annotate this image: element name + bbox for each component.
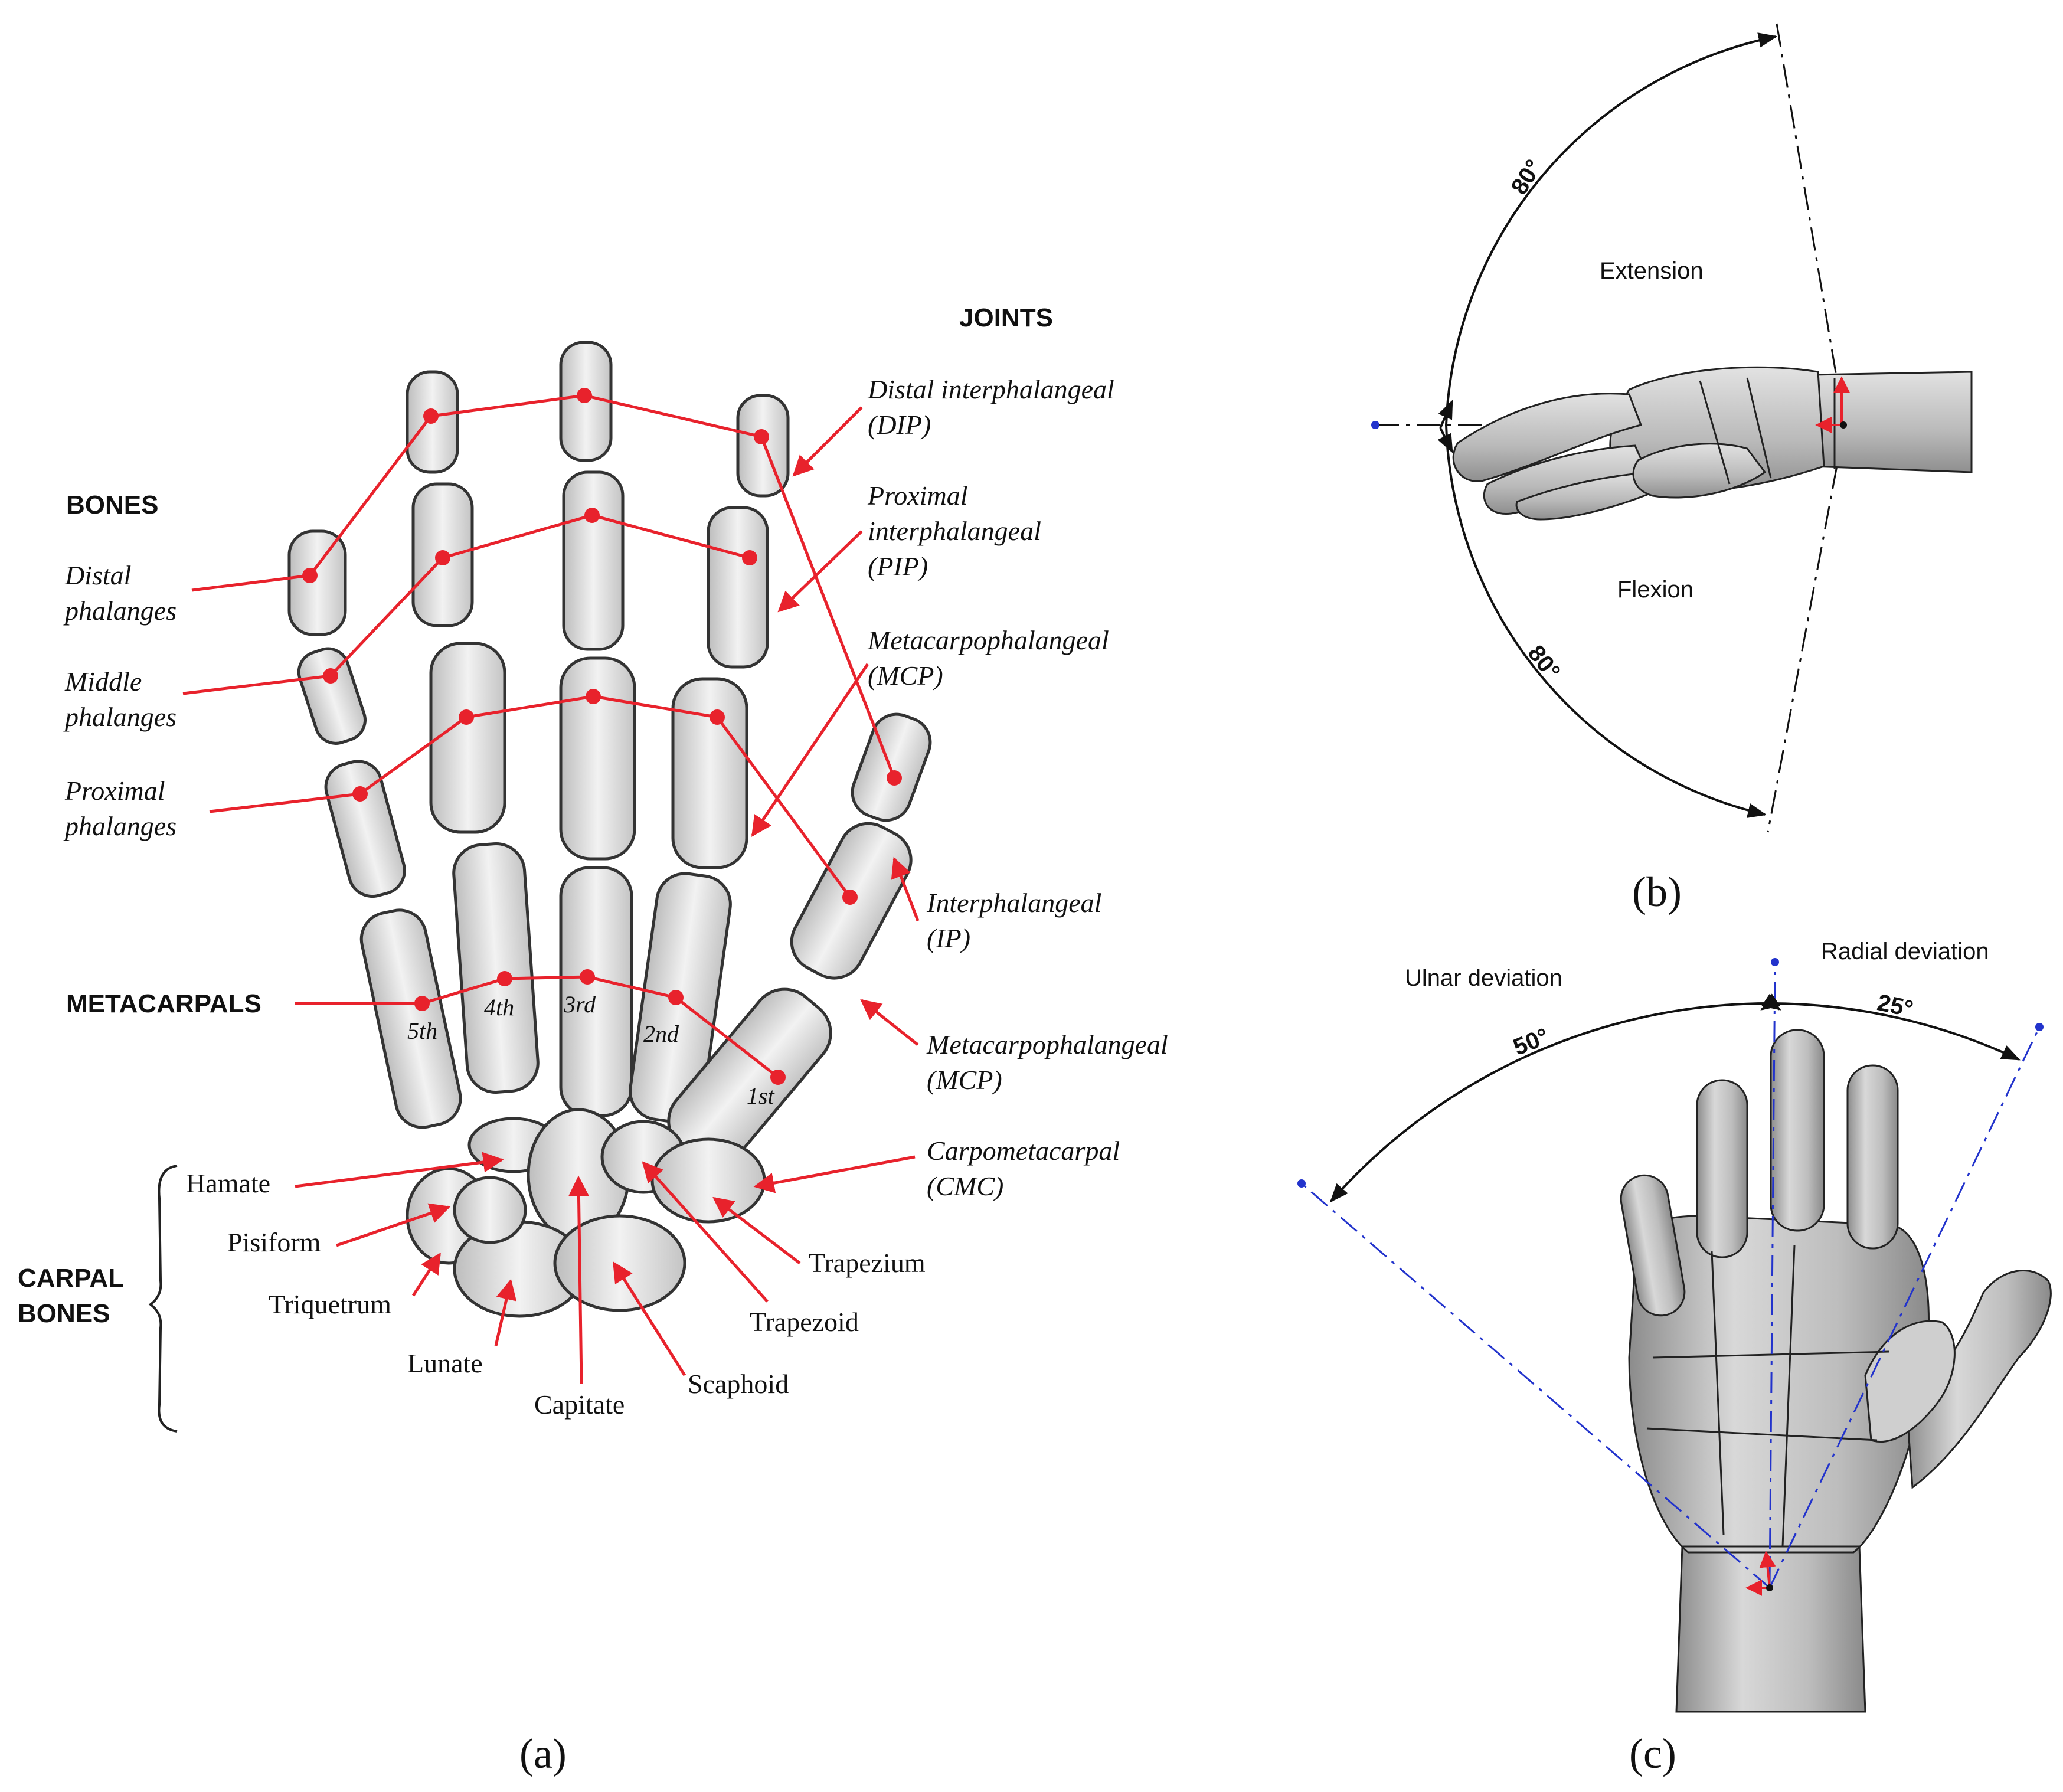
bones-heading: BONES	[66, 490, 158, 519]
thumb-mcp-label-2: (MCP)	[927, 1065, 1002, 1095]
dip-label-1: Distal interphalangeal	[867, 374, 1114, 404]
side-view-hand-model	[1452, 366, 1973, 521]
caption-b: (b)	[1632, 868, 1682, 915]
metacarpal-2nd-label: 2nd	[643, 1021, 679, 1047]
flexion-limit-line	[1767, 424, 1846, 833]
radial-arc-start-arrow	[1761, 993, 1781, 1011]
pisiform-label: Pisiform	[227, 1227, 321, 1257]
thumb-mcp-label-1: Metacarpophalangeal	[926, 1029, 1168, 1059]
flexion-angle-label: 80°	[1523, 640, 1565, 685]
middle-phalanges-label-2: phalanges	[63, 702, 176, 732]
carpal-bones-brace	[148, 1165, 178, 1433]
ulnar-deviation-arc	[1329, 1002, 1771, 1203]
dip-label-2: (DIP)	[868, 410, 931, 440]
radial-axis-endpoint	[2035, 1023, 2044, 1031]
middle-phalanges-label-1: Middle	[64, 666, 142, 696]
radial-deviation-arc	[1770, 1002, 2021, 1061]
flexion-label: Flexion	[1617, 577, 1693, 603]
metacarpals-heading: METACARPALS	[66, 989, 261, 1018]
joints-heading: JOINTS	[959, 303, 1053, 332]
cmc-label-1: Carpometacarpal	[927, 1136, 1120, 1166]
palm-view-hand-model	[1620, 1029, 2052, 1713]
extension-label: Extension	[1600, 258, 1704, 284]
trapezoid-label: Trapezoid	[750, 1307, 859, 1337]
bone-leader-lines	[182, 574, 422, 1005]
pip-label-3: (PIP)	[868, 551, 928, 581]
extension-angle-label: 80°	[1506, 155, 1547, 200]
caption-c: (c)	[1629, 1730, 1676, 1777]
triquetrum-label: Triquetrum	[269, 1289, 391, 1319]
ulnar-axis-endpoint	[1297, 1179, 1306, 1188]
wrist-pivot-point-c	[1766, 1584, 1773, 1591]
ulnar-deviation-label: Ulnar deviation	[1405, 965, 1562, 991]
panel-a-hand-skeleton: BONES JOINTS METACARPALS CARPAL BONES Di…	[18, 303, 1168, 1777]
mcp-label-2: (MCP)	[868, 660, 943, 691]
arc-arrow-flexion-neutral	[1437, 427, 1453, 453]
metacarpal-5th-label: 5th	[407, 1018, 437, 1044]
panel-c-ulnar-radial-deviation: Ulnar deviation Radial deviation 50° 25°…	[1297, 938, 2052, 1777]
panel-b-flexion-extension: Extension Flexion 80° 80° (b)	[1371, 23, 1973, 915]
radial-angle-label: 25°	[1875, 989, 1915, 1022]
carpal-bones-heading-line1: CARPAL	[18, 1264, 124, 1293]
neutral-axis-endpoint	[1371, 421, 1379, 429]
joint-markers	[302, 388, 902, 1085]
metacarpal-4th-label: 4th	[484, 994, 514, 1021]
radial-deviation-label: Radial deviation	[1821, 938, 1989, 964]
motion-arc	[1444, 32, 1778, 818]
carpal-bones-heading-line2: BONES	[18, 1299, 110, 1328]
joint-arrows	[295, 406, 920, 1385]
proximal-phalanges-label-1: Proximal	[64, 776, 165, 806]
metacarpal-3rd-label: 3rd	[563, 991, 596, 1018]
cmc-label-2: (CMC)	[927, 1171, 1003, 1201]
caption-a: (a)	[519, 1730, 567, 1777]
trapezium-label: Trapezium	[809, 1248, 926, 1278]
wrist-pivot-point	[1840, 421, 1847, 429]
ip-label-2: (IP)	[927, 923, 970, 953]
deviation-axes	[1301, 962, 2041, 1589]
capitate-label: Capitate	[534, 1389, 625, 1420]
metacarpal-1st-label: 1st	[747, 1083, 775, 1109]
extension-limit-line	[1776, 23, 1846, 426]
neutral-axis-endpoint-c	[1771, 958, 1779, 966]
ulnar-angle-label: 50°	[1509, 1023, 1552, 1061]
distal-phalanges-label-1: Distal	[64, 560, 131, 590]
pip-label-2: interphalangeal	[868, 516, 1041, 546]
pip-label-1: Proximal	[867, 480, 968, 511]
distal-phalanges-label-2: phalanges	[63, 596, 176, 626]
arc-arrow-extension-neutral	[1438, 400, 1453, 429]
proximal-phalanges-label-2: phalanges	[63, 811, 176, 841]
scaphoid-label: Scaphoid	[688, 1369, 789, 1399]
hamate-label: Hamate	[186, 1168, 270, 1198]
mcp-label-1: Metacarpophalangeal	[867, 625, 1109, 655]
lunate-label: Lunate	[407, 1348, 483, 1378]
c-y-axis-triad	[1759, 1551, 1776, 1588]
ip-label-1: Interphalangeal	[926, 888, 1101, 918]
